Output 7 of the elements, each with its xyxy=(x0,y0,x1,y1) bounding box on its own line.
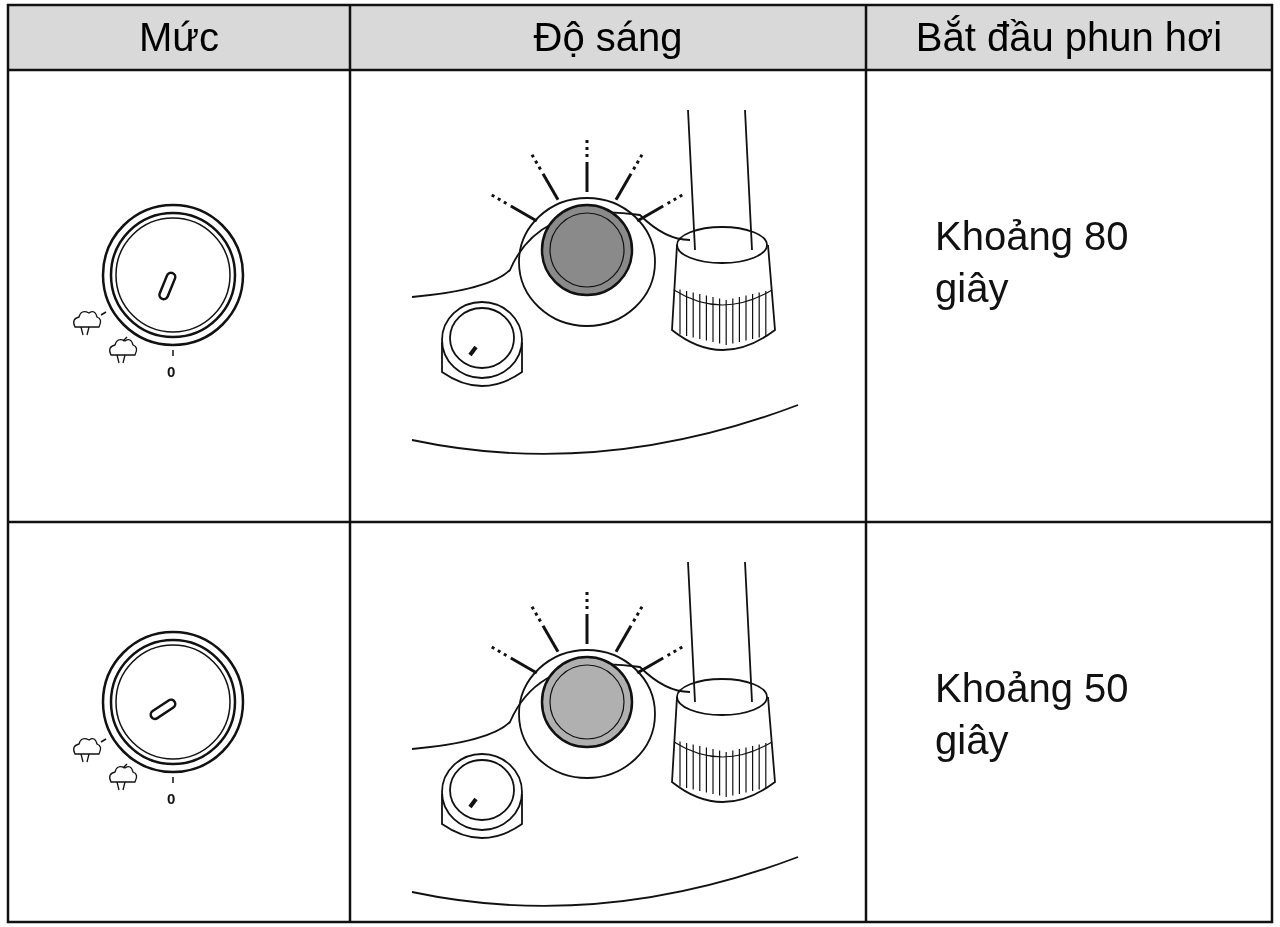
dial-scale-label: 0 xyxy=(167,790,176,807)
cell-text: Khoảng 50 giây xyxy=(935,665,1130,764)
dial-scale-label: 0 xyxy=(167,363,176,380)
column-header: Bắt đầu phun hơi xyxy=(866,5,1272,70)
column-header: Độ sáng xyxy=(350,5,866,70)
column-header: Mức xyxy=(8,5,350,70)
cell-text: Khoảng 80 giây xyxy=(935,213,1130,312)
